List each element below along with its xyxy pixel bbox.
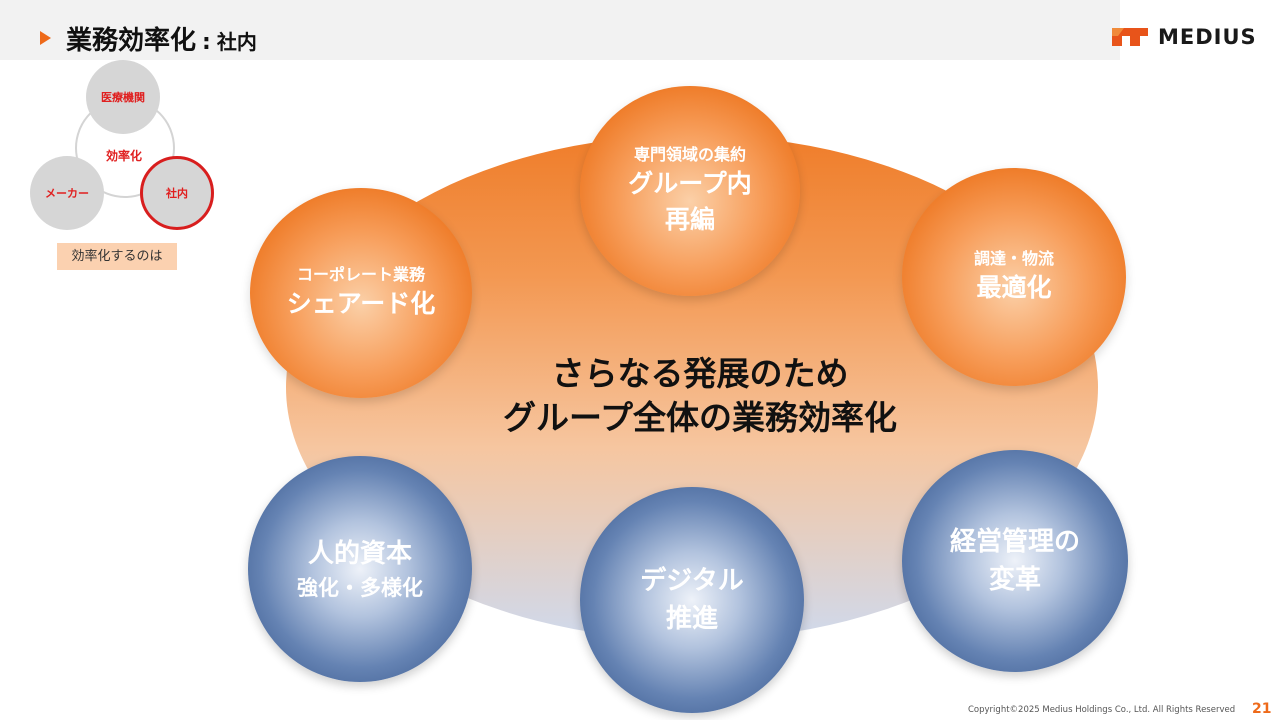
circle-top-large-1: グループ内 (628, 169, 752, 198)
copyright: Copyright©2025 Medius Holdings Co., Ltd.… (968, 705, 1236, 715)
circle-management: 経営管理の 変革 (902, 450, 1128, 672)
circle-top-large-2: 再編 (664, 205, 715, 234)
logo-mark-icon (1112, 28, 1148, 46)
page-number: 21 (1252, 701, 1272, 717)
mini-center-label: 効率化 (105, 149, 142, 163)
circle-top-small: 専門領域の集約 (633, 145, 746, 164)
mini-label-internal: 社内 (166, 187, 188, 200)
header-band-diagonal (1040, 0, 1120, 60)
title-colon: : (202, 30, 211, 55)
circle-right-small: 調達・物流 (973, 249, 1054, 268)
circle-left-large: シェアード化 (286, 289, 436, 318)
circle-digital: デジタル 推進 (580, 487, 804, 713)
title-main: 業務効率化 (66, 26, 197, 56)
circle-bl-mid: 強化・多様化 (297, 576, 423, 600)
medius-logo: MEDIUS (1110, 24, 1257, 50)
title-arrow-icon (40, 31, 51, 45)
circle-right-large: 最適化 (976, 273, 1052, 302)
page-title: 業務効率化:社内 (66, 20, 257, 57)
circle-br-large-2: 変革 (988, 565, 1041, 595)
logo-text: MEDIUS (1158, 25, 1257, 49)
circle-procurement: 調達・物流 最適化 (902, 168, 1126, 386)
mini-caption: 効率化するのは (57, 243, 177, 270)
mini-circle-internal: 社内 (140, 156, 214, 230)
mini-circle-medical: 医療機関 (86, 60, 160, 134)
mini-label-maker: メーカー (45, 187, 89, 200)
center-message: さらなる発展のため グループ全体の業務効率化 (440, 352, 960, 440)
mini-circle-maker: メーカー (30, 156, 104, 230)
center-line-2: グループ全体の業務効率化 (502, 398, 898, 437)
circle-br-large-1: 経営管理の (949, 527, 1080, 557)
circle-human-capital: 人的資本 強化・多様化 (248, 456, 472, 682)
circle-bm-large-2: 推進 (665, 604, 718, 634)
circle-group-reorg: 専門領域の集約 グループ内 再編 (580, 86, 800, 296)
circle-bl-large: 人的資本 (307, 539, 412, 569)
mini-label-medical: 医療機関 (101, 91, 145, 104)
circle-bm-large-1: デジタル (640, 566, 744, 596)
center-line-1: さらなる発展のため (551, 354, 849, 393)
title-sub: 社内 (216, 30, 257, 54)
circle-left-small: コーポレート業務 (296, 265, 425, 284)
circle-shared-services: コーポレート業務 シェアード化 (250, 188, 472, 398)
